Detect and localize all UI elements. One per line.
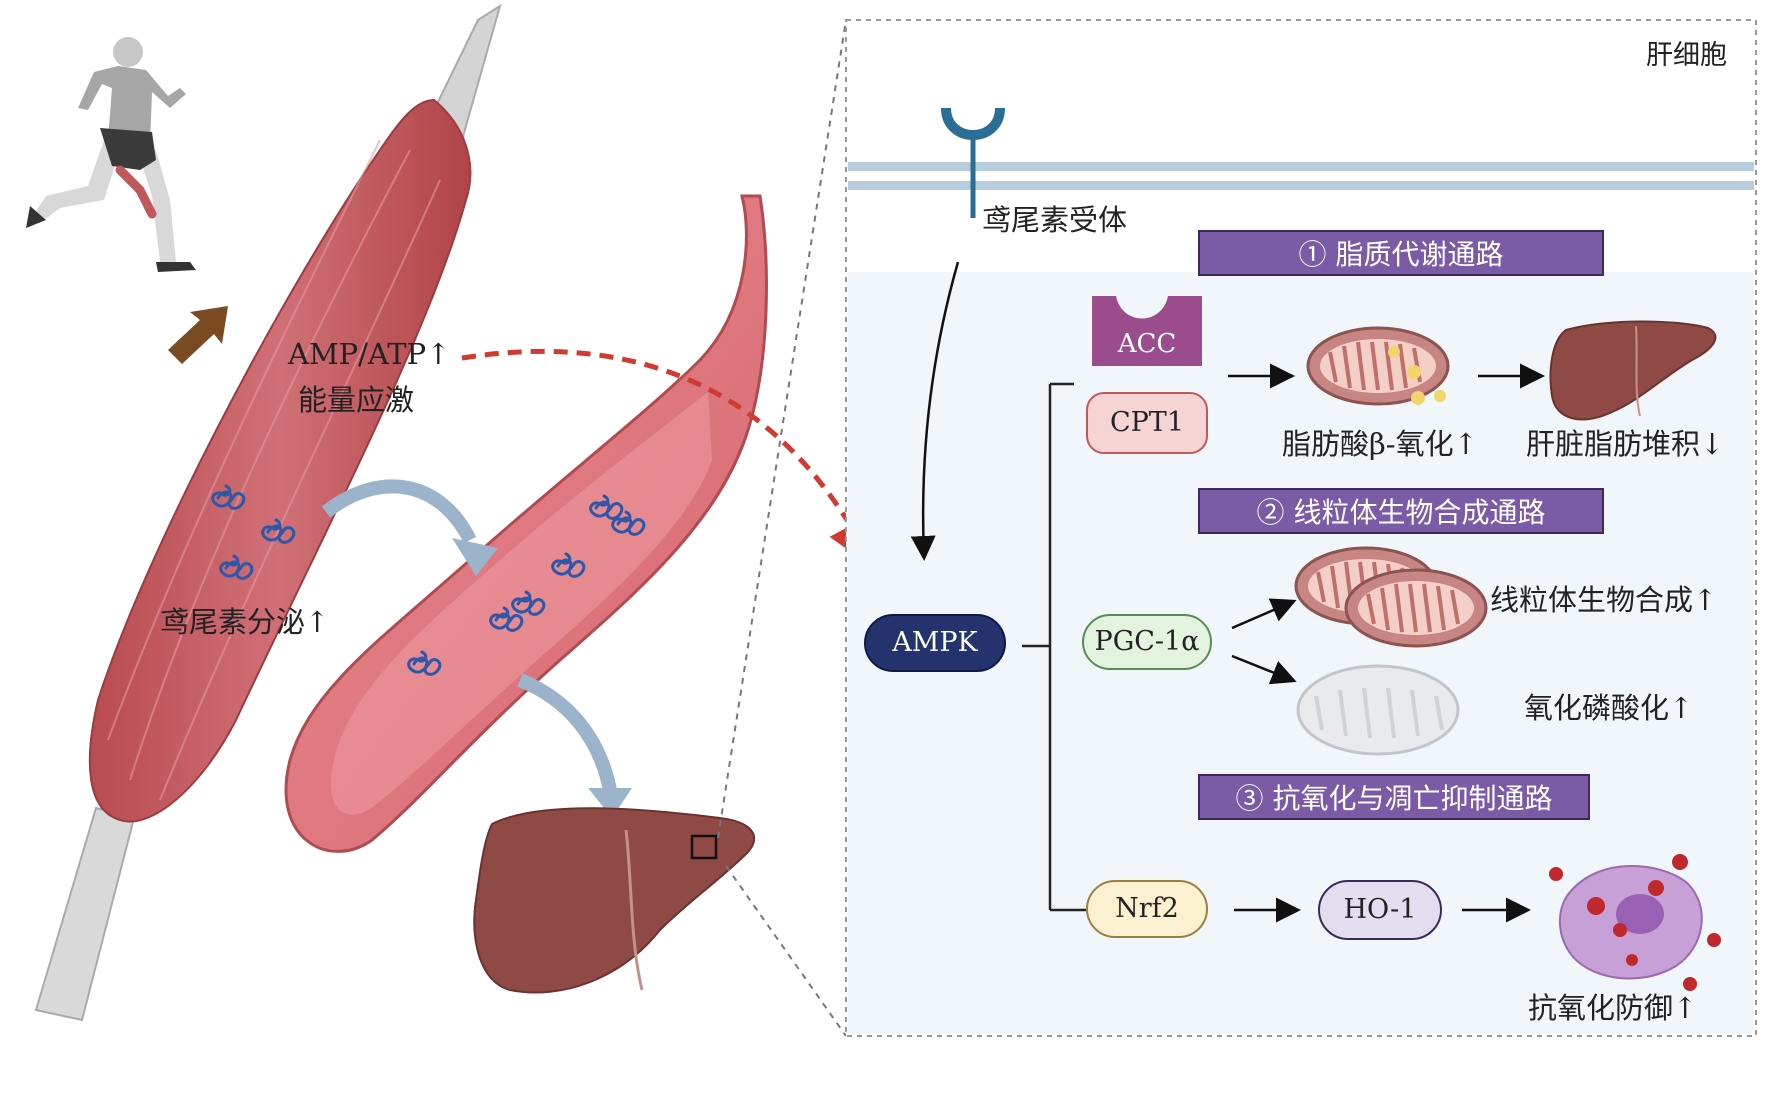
cell-label: 肝细胞: [1646, 40, 1727, 71]
mitochondrion-icon: [1294, 326, 1488, 756]
muscle-icon: [34, 3, 502, 1022]
branch-lines: [1022, 382, 1086, 912]
outcome-hepatic-fat-accumulation: 肝脏脂肪堆积↓: [1526, 427, 1725, 461]
node-ampk: AMPK: [864, 614, 1006, 672]
damaged-cell-icon: [1549, 854, 1721, 991]
flow-arrows: [321, 479, 632, 818]
node-acc: ACC: [1117, 329, 1177, 359]
blood-vessel-icon: [284, 194, 768, 853]
energy-stress-label: 能量应激: [298, 383, 415, 417]
cell-membrane: [848, 162, 1754, 171]
irisin-secretion-label: 鸢尾素分泌↑: [160, 605, 330, 639]
node-nrf2: Nrf2: [1086, 880, 1208, 938]
outcome-mitochondrial-biogenesis: 线粒体生物合成↑: [1490, 583, 1718, 617]
banner-mitochondrial-pathway: ② 线粒体生物合成通路: [1198, 488, 1604, 534]
energy-ratio-label: AMP/ATP↑: [288, 337, 451, 371]
dashed-signal-arrow: [461, 348, 876, 570]
outcome-antioxidant-defense: 抗氧化防御↑: [1528, 991, 1698, 1025]
node-cpt1: CPT1: [1086, 392, 1208, 454]
banner-lipid-pathway: ① 脂质代谢通路: [1198, 230, 1604, 276]
banner-antioxidant-pathway: ③ 抗氧化与凋亡抑制通路: [1198, 774, 1590, 820]
outcome-fatty-acid-oxidation: 脂肪酸β-氧化↑: [1282, 427, 1478, 461]
brown-arrow: [168, 306, 228, 364]
receptor-icon: [941, 107, 1005, 218]
liver-icon: [1549, 320, 1717, 421]
node-ho1: HO-1: [1318, 880, 1442, 940]
runner-icon: [26, 37, 196, 272]
liver-icon: [473, 807, 756, 994]
outcome-oxidative-phosphorylation: 氧化磷酸化↑: [1524, 691, 1694, 725]
receptor-label: 鸢尾素受体: [982, 203, 1128, 237]
node-pgc1a: PGC-1α: [1082, 614, 1212, 670]
acc-shape: [1092, 296, 1202, 366]
